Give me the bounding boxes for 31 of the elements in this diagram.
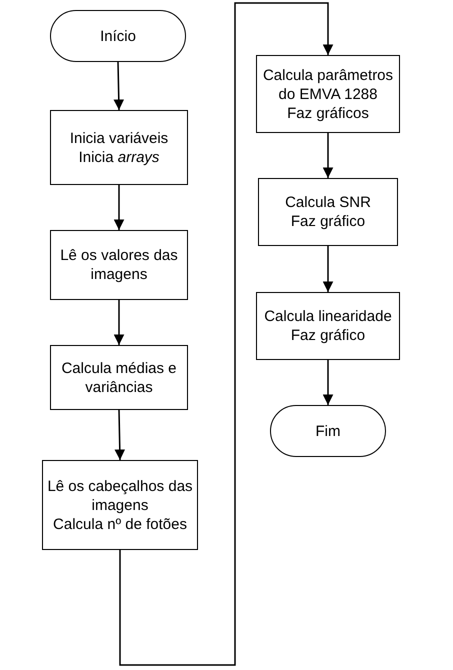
node-text: Calcula linearidade [264,307,392,326]
node-text: Calcula SNR [285,193,371,212]
process-box [50,345,188,410]
node-text: Lê os valores das imagens [59,246,179,284]
process-box [258,178,398,246]
node-text: Calcula parâmetros do EMVA 1288 [262,66,394,104]
node-text: Inicia variáveis [70,128,168,148]
node-text: Faz gráfico [290,326,366,345]
process-box [50,230,188,300]
terminal-shape [270,405,386,457]
arrow [114,410,126,460]
arrow [322,133,334,178]
node-text: Fim [316,422,340,440]
process-box [50,110,188,185]
terminal-shape [50,10,186,62]
arrow [119,2,334,666]
process-box [256,55,400,133]
node-text: Calcula nº de fotões [53,514,187,534]
arrow [114,62,124,110]
process-box [256,292,400,360]
node-text: Faz gráfico [290,212,366,231]
node-text: Início [100,26,136,46]
node-text: Inicia arrays [78,148,160,166]
arrow [114,300,124,345]
node-text: Calcula médias e variâncias [60,358,178,396]
node-text: Faz gráficos [287,104,369,122]
node-text: Lê os cabeçalhos das imagens [47,476,193,514]
arrow [114,185,124,230]
arrow [322,360,334,405]
process-box [42,460,198,550]
arrow [322,246,334,292]
